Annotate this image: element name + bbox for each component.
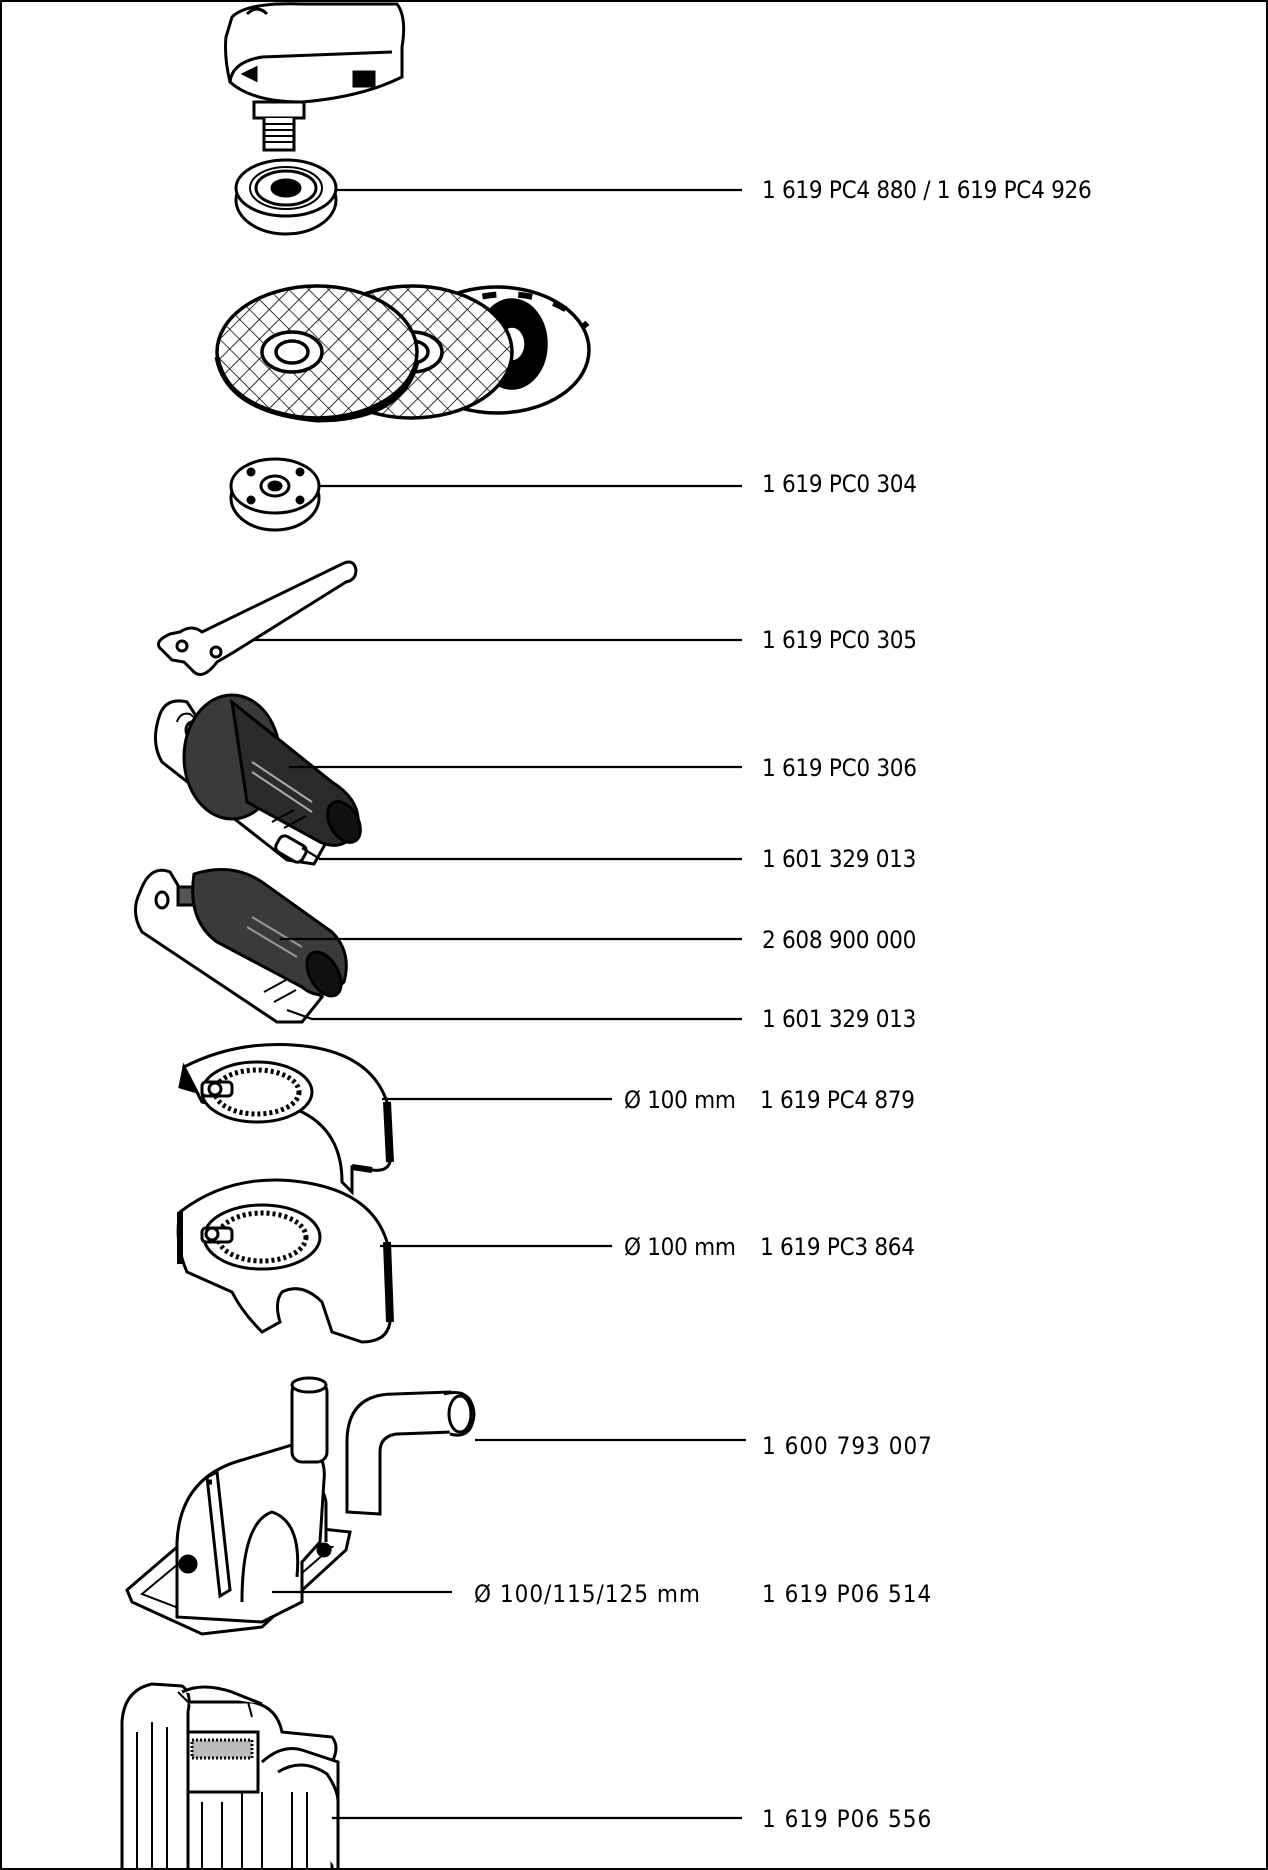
part-number-side-handle: 2 608 900 000 [762,926,917,954]
mounting-flange-drawing [229,457,321,532]
diameter-guard-1: Ø 100 mm [624,1086,736,1114]
part-number-bracket-1: 1 601 329 013 [762,845,917,873]
part-number-cutting-guide: 1 619 P06 514 [762,1580,933,1608]
part-number-clamping-nut: 1 619 PC4 880 / 1 619 PC4 926 [762,176,1092,204]
diameter-cutting-guide: Ø 100/115/125 mm [474,1580,701,1608]
guard-1-drawing [178,1043,394,1196]
part-number-vibration-handle: 1 619 PC0 306 [762,754,917,782]
diameter-guard-2: Ø 100 mm [624,1233,736,1261]
clamping-nut-drawing [234,158,338,236]
part-number-mounting-flange: 1 619 PC0 304 [762,470,917,498]
leader-line-bracket-1 [301,847,742,861]
two-pin-spanner-drawing [156,560,358,676]
part-number-spanner: 1 619 PC0 305 [762,626,917,654]
carrying-case-drawing [120,1682,340,1868]
part-number-extraction-elbow: 1 600 793 007 [762,1432,933,1460]
vibration-handle-drawing [154,693,362,866]
part-number-guard-1: 1 619 PC4 879 [760,1086,915,1114]
cutting-guide-drawing [125,1376,352,1636]
discs-drawing [214,284,591,423]
side-handle-drawing [134,868,348,1024]
leader-line-bracket-2 [286,1008,742,1021]
part-number-bracket-2: 1 601 329 013 [762,1005,917,1033]
guard-2-drawing [176,1178,394,1344]
part-number-carrying-case: 1 619 P06 556 [762,1805,933,1833]
grinder-head-drawing [224,2,406,152]
extraction-elbow-drawing [345,1390,476,1516]
part-number-guard-2: 1 619 PC3 864 [760,1233,915,1261]
